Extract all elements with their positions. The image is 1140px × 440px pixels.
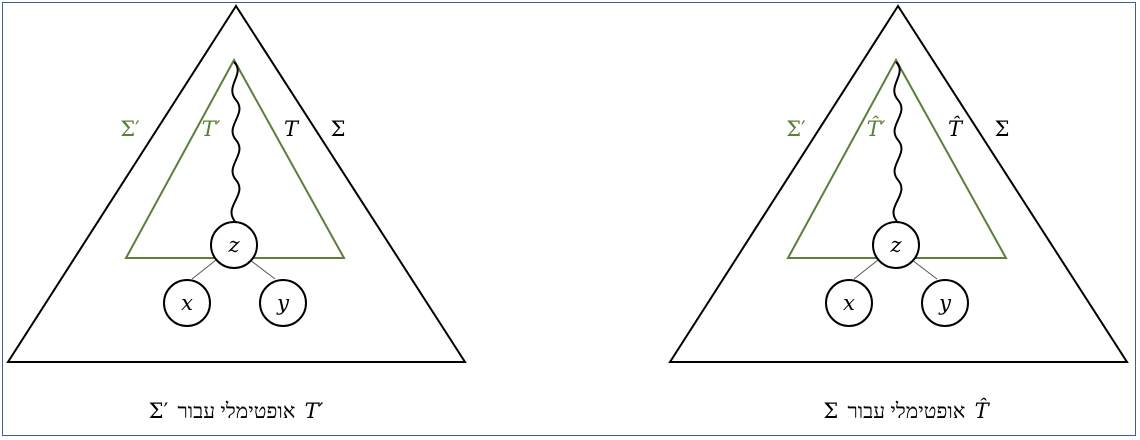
edge-z-x bbox=[191, 259, 217, 280]
label-t-prime: T′ bbox=[202, 117, 221, 141]
outer-triangle-sigma bbox=[6, 4, 467, 363]
label-sigma-prime: Σ′ bbox=[120, 117, 140, 141]
path-squiggle bbox=[892, 61, 903, 231]
caption-right-tree: T̂ bbox=[975, 399, 991, 423]
node-x-label: x bbox=[843, 291, 855, 315]
node-z bbox=[872, 221, 920, 269]
outer-triangle-sigma bbox=[668, 4, 1129, 363]
caption-left-sigma: Σ′ bbox=[149, 399, 169, 423]
path-squiggle bbox=[230, 61, 241, 231]
label-t-hat-prime: T̂′ bbox=[867, 117, 886, 141]
node-z bbox=[210, 221, 258, 269]
label-sigma: Σ bbox=[995, 117, 1010, 141]
node-x bbox=[163, 279, 211, 327]
node-y-label: y bbox=[938, 291, 952, 315]
node-x bbox=[825, 279, 873, 327]
node-y bbox=[259, 279, 307, 327]
panel-right: z x y Σ′ T̂′ T̂ Σ Σ אופטימלי עבור T̂ bbox=[668, 4, 1129, 423]
caption-right: Σ אופטימלי עבור T̂ bbox=[823, 399, 990, 423]
label-sigma-prime: Σ′ bbox=[786, 117, 806, 141]
caption-left-text: אופטימלי עבור bbox=[177, 399, 295, 423]
caption-left: Σ′ אופטימלי עבור T′ bbox=[149, 399, 324, 423]
node-x-label: x bbox=[181, 291, 193, 315]
label-sigma: Σ bbox=[331, 117, 346, 141]
edge-z-y bbox=[249, 259, 276, 280]
edge-z-x bbox=[853, 259, 879, 280]
edge-z-y bbox=[911, 259, 938, 280]
label-t: T bbox=[284, 117, 300, 141]
panel-left: z x y Σ′ T′ T Σ Σ′ אופטימלי עבור T′ bbox=[6, 4, 467, 423]
node-z-label: z bbox=[227, 233, 240, 257]
node-z-label: z bbox=[889, 233, 902, 257]
node-y bbox=[921, 279, 969, 327]
caption-right-text: אופטימלי עבור bbox=[847, 399, 965, 423]
caption-left-tree: T′ bbox=[305, 399, 324, 423]
caption-right-sigma: Σ bbox=[823, 399, 838, 423]
label-t-hat: T̂ bbox=[948, 117, 964, 141]
node-y-label: y bbox=[276, 291, 290, 315]
